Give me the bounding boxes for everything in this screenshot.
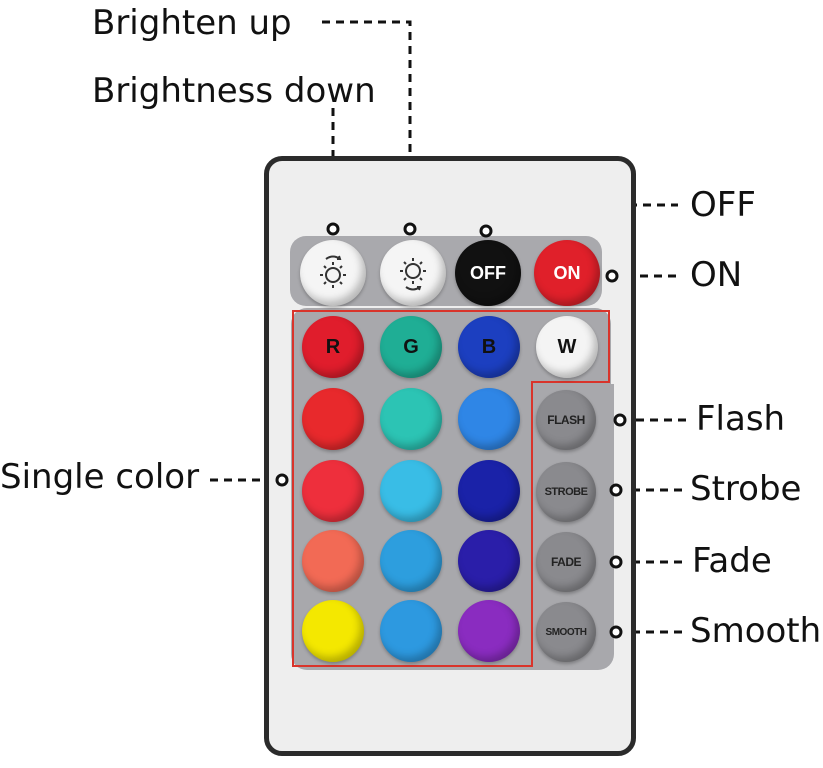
red-button[interactable]: R bbox=[302, 316, 364, 378]
on-label: ON bbox=[690, 255, 743, 295]
brightness-down-label: Brightness down bbox=[92, 71, 376, 111]
off-button-text: OFF bbox=[470, 262, 506, 283]
on-button-text: ON bbox=[553, 262, 581, 283]
strobe-button-text: STROBE bbox=[544, 486, 588, 498]
color-button-cyan-3[interactable] bbox=[380, 460, 442, 522]
white-button[interactable]: W bbox=[536, 316, 598, 378]
smooth-label: Smooth bbox=[690, 611, 822, 651]
fade-button-text: FADE bbox=[550, 555, 582, 569]
smooth-button[interactable]: SMOOTH bbox=[536, 602, 596, 662]
brighten-up-button[interactable] bbox=[380, 240, 446, 306]
color-button-red-2[interactable] bbox=[302, 388, 364, 450]
flash-label: Flash bbox=[696, 399, 786, 439]
color-button-blue-2[interactable] bbox=[458, 388, 520, 450]
color-button-red-3[interactable] bbox=[302, 460, 364, 522]
fade-label: Fade bbox=[692, 541, 772, 581]
strobe-label: Strobe bbox=[690, 469, 802, 509]
flash-button-text: FLASH bbox=[547, 413, 585, 427]
off-button[interactable]: OFF bbox=[455, 240, 521, 306]
flash-button[interactable]: FLASH bbox=[536, 390, 596, 450]
green-button[interactable]: G bbox=[380, 316, 442, 378]
color-button-blue-3[interactable] bbox=[458, 460, 520, 522]
red-button-text: R bbox=[325, 335, 341, 358]
color-button-purple-5[interactable] bbox=[458, 600, 520, 662]
color-button-yellow-5[interactable] bbox=[302, 600, 364, 662]
white-button-text: W bbox=[557, 335, 577, 358]
color-button-blue-4[interactable] bbox=[380, 530, 442, 592]
blue-button-text: B bbox=[481, 335, 497, 358]
on-button[interactable]: ON bbox=[534, 240, 600, 306]
smooth-button-text: SMOOTH bbox=[545, 626, 587, 638]
strobe-button[interactable]: STROBE bbox=[536, 462, 596, 522]
color-button-teal-2[interactable] bbox=[380, 388, 442, 450]
blue-button[interactable]: B bbox=[458, 316, 520, 378]
sun-up-icon bbox=[400, 258, 426, 291]
single-color-label: Single color bbox=[0, 457, 200, 497]
off-label: OFF bbox=[690, 185, 756, 225]
brighten-up-label: Brighten up bbox=[92, 3, 292, 43]
brightness-down-button[interactable] bbox=[300, 240, 366, 306]
green-button-text: G bbox=[403, 335, 419, 358]
color-button-indigo-4[interactable] bbox=[458, 530, 520, 592]
fade-button[interactable]: FADE bbox=[536, 532, 596, 592]
sun-down-icon bbox=[320, 255, 346, 288]
color-button-orange-4[interactable] bbox=[302, 530, 364, 592]
color-button-blue-5[interactable] bbox=[380, 600, 442, 662]
